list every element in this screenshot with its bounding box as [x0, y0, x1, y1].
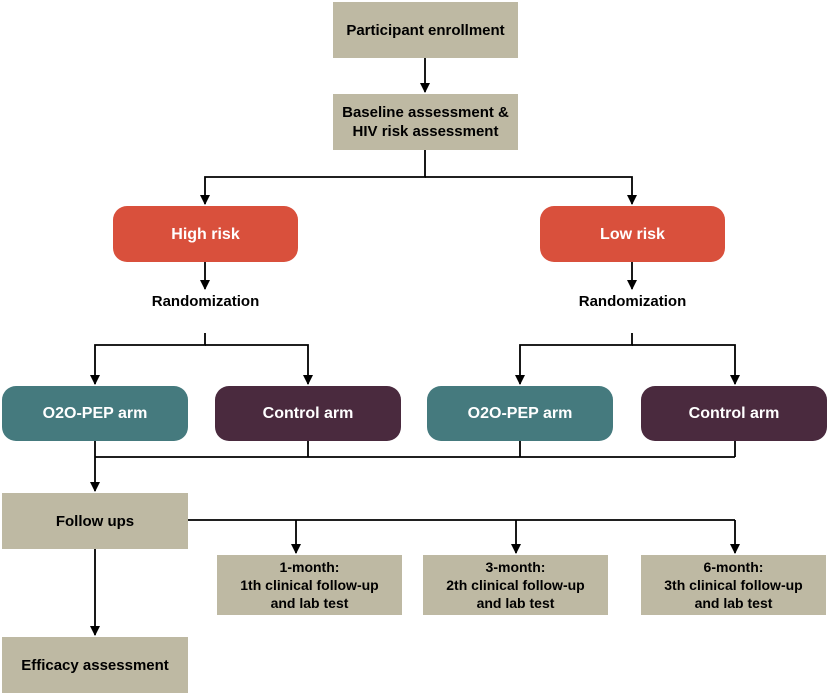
- o2o-pep-arm-right-label: O2O-PEP arm: [467, 405, 573, 422]
- control-arm-right-label: Control arm: [688, 405, 780, 422]
- month6-line-1: 6-month:: [703, 559, 764, 575]
- month1-line-3: and lab test: [270, 595, 349, 611]
- high-risk-label: High risk: [171, 225, 240, 243]
- month1-line-2: 1th clinical follow-up: [240, 577, 379, 593]
- month3-line-1: 3-month:: [485, 559, 546, 575]
- o2o-pep-arm-left-label: O2O-PEP arm: [42, 405, 148, 422]
- arrow-randomization-to-o2o-left: [90, 333, 206, 385]
- randomization-right: Randomization: [540, 291, 725, 311]
- randomization-right-label: Randomization: [578, 292, 687, 310]
- baseline-line-1: Baseline assessment &: [342, 104, 509, 121]
- month1-box: 1-month: 1th clinical follow-up and lab …: [217, 555, 402, 615]
- efficacy-assessment-label: Efficacy assessment: [21, 656, 169, 674]
- low-risk-box: Low risk: [540, 206, 725, 262]
- arrow-baseline-to-high-risk: [200, 150, 426, 205]
- o2o-pep-arm-right-box: O2O-PEP arm: [427, 386, 613, 441]
- efficacy-assessment-box: Efficacy assessment: [2, 637, 188, 693]
- month6-line-3: and lab test: [694, 595, 773, 611]
- arrow-randomization-to-o2o-right: [515, 333, 633, 385]
- month3-line-2: 2th clinical follow-up: [446, 577, 585, 593]
- participant-enrollment-box: Participant enrollment: [333, 2, 518, 58]
- participant-enrollment-label: Participant enrollment: [346, 21, 505, 39]
- high-risk-box: High risk: [113, 206, 298, 262]
- low-risk-label: Low risk: [600, 225, 665, 243]
- baseline-line-2: HIV risk assessment: [352, 123, 499, 140]
- control-arm-right-box: Control arm: [641, 386, 827, 441]
- control-arm-left-box: Control arm: [215, 386, 401, 441]
- o2o-pep-arm-left-box: O2O-PEP arm: [2, 386, 188, 441]
- arrow-baseline-to-low-risk: [425, 176, 637, 205]
- randomization-left-label: Randomization: [151, 292, 260, 310]
- month6-box: 6-month: 3th clinical follow-up and lab …: [641, 555, 826, 615]
- month3-line-3: and lab test: [476, 595, 555, 611]
- month1-line-1: 1-month:: [279, 559, 340, 575]
- arrow-randomization-to-control-right: [632, 344, 740, 385]
- arrow-randomization-to-control-left: [205, 344, 313, 385]
- baseline-assessment-box: Baseline assessment & HIV risk assessmen…: [333, 94, 518, 150]
- control-arm-left-label: Control arm: [262, 405, 354, 422]
- follow-ups-label: Follow ups: [55, 512, 135, 530]
- follow-ups-box: Follow ups: [2, 493, 188, 549]
- randomization-left: Randomization: [113, 291, 298, 311]
- month3-box: 3-month: 2th clinical follow-up and lab …: [423, 555, 608, 615]
- month6-line-2: 3th clinical follow-up: [664, 577, 803, 593]
